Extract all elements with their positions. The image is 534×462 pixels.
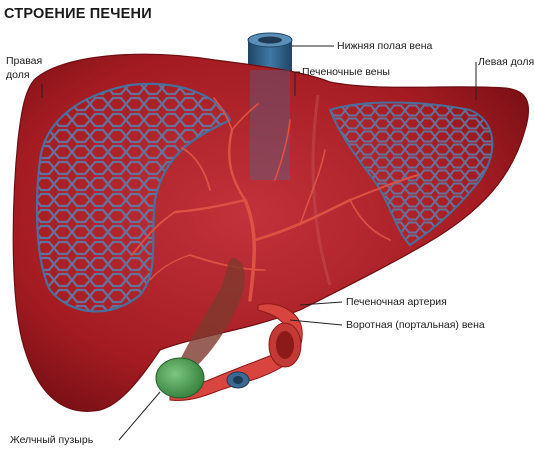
label-gallbladder: Желчный пузырь (10, 434, 94, 446)
label-hepatic-veins: Печеночные вены (302, 66, 390, 78)
label-right-lobe-line2: доля (6, 69, 30, 81)
label-hepatic-artery: Печеночная артерия (346, 296, 447, 308)
diagram-title: СТРОЕНИЕ ПЕЧЕНИ (4, 6, 152, 22)
hepatic-artery-branches (131, 97, 419, 302)
label-left-lobe: Левая доля (478, 56, 534, 68)
common-bile-duct (226, 371, 250, 389)
leader-lines (41, 45, 477, 441)
gallbladder (155, 258, 245, 399)
label-inferior-vena-cava: Нижняя полая вена (337, 40, 433, 52)
right-lobe-vessel-network (35, 82, 232, 313)
left-lobe-vessel-network (328, 101, 494, 247)
inner-vena-cava (250, 70, 290, 180)
label-right-lobe-line1: Правая (6, 55, 43, 67)
label-portal-vein: Воротная (портальная) вена (346, 319, 485, 331)
